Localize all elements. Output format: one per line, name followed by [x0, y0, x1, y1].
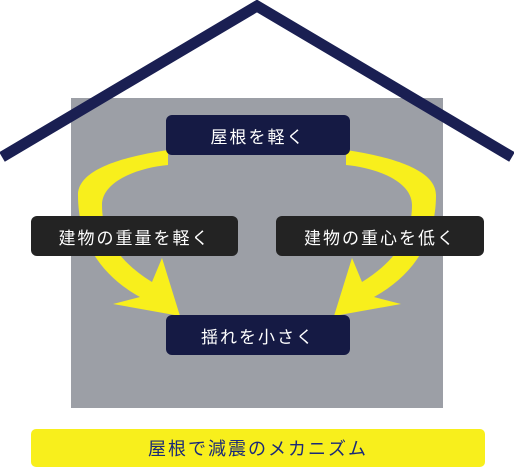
- node-reduce-shaking: 揺れを小さく: [166, 315, 350, 355]
- caption-text: 屋根で減震のメカニズム: [148, 439, 368, 460]
- node-lighter-roof: 屋根を軽く: [166, 115, 350, 155]
- node-lower-center-of-gravity: 建物の重心を低く: [276, 216, 484, 256]
- node-reduce-weight: 建物の重量を軽く: [31, 216, 238, 256]
- caption-bar: 屋根で減震のメカニズム: [31, 429, 485, 467]
- left-arrow: [78, 150, 180, 316]
- roof-outline: [0, 0, 514, 162]
- right-arrow: [334, 150, 436, 316]
